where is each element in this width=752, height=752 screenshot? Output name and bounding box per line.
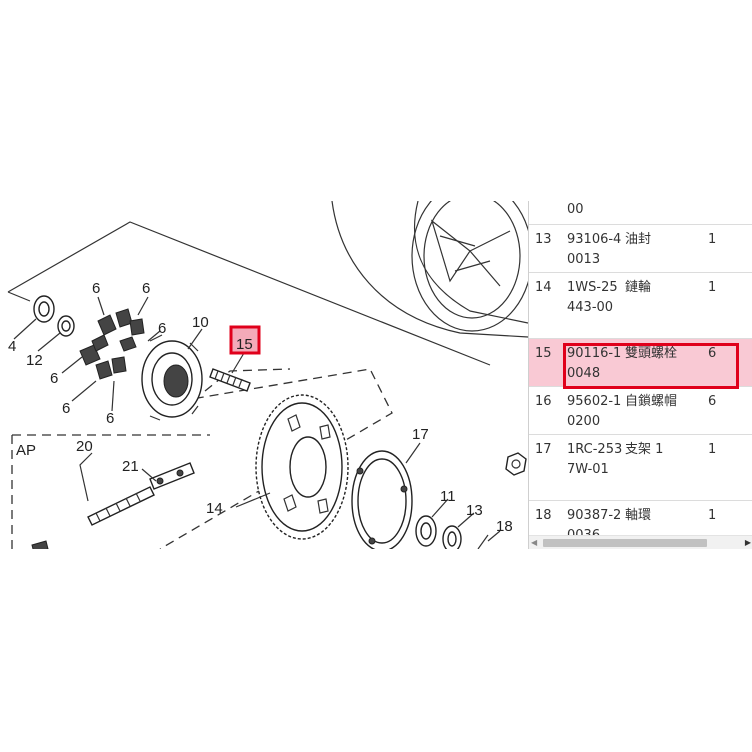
leader-20 (79, 452, 93, 502)
part-name-cell: 支架 1 (625, 442, 664, 457)
leader-4 (13, 318, 37, 340)
part-18-collar (477, 534, 489, 549)
table-row[interactable]: 00 (529, 201, 752, 225)
tire-outline (331, 201, 528, 338)
part-number-cell: 1RC-2537W-01 (567, 442, 623, 477)
part-number-cell: 90116-10048 (567, 346, 622, 381)
callout-15: 15 (236, 336, 253, 353)
leader-10 (187, 328, 203, 350)
callout-17: 17 (412, 426, 429, 443)
quantity-cell: 6 (708, 346, 717, 361)
leader-6e (71, 380, 97, 402)
assembly-frame-left (7, 291, 31, 302)
part-no-cell: 13 (535, 232, 552, 247)
part-no-cell: 16 (535, 394, 552, 409)
callout-12: 12 (26, 352, 43, 369)
leader-18 (487, 530, 501, 542)
part-number-cell: 95602-10200 (567, 394, 622, 429)
axle-nut (505, 452, 527, 476)
callout-6: 6 (50, 370, 58, 387)
callout-10: 10 (192, 314, 209, 331)
leader-6f (111, 380, 115, 412)
wheel-rim (411, 201, 528, 332)
part-no-cell: 18 (535, 508, 552, 523)
callout-15-highlight (229, 325, 261, 355)
quantity-cell: 1 (708, 232, 717, 247)
part-13-oil-seal (442, 525, 462, 549)
section-label-ap: AP (16, 442, 36, 459)
leader-12 (37, 332, 61, 352)
leader-13 (457, 512, 475, 528)
scroll-right-arrow-icon[interactable]: ▶ (744, 538, 751, 547)
scroll-left-arrow-icon[interactable]: ◀ (531, 538, 538, 547)
part-21-chain-joint (149, 462, 195, 490)
part-name-cell: 油封 (625, 232, 652, 247)
part-name-cell: 軸環 (625, 508, 652, 523)
leader-11 (431, 498, 449, 518)
leader-6b (137, 296, 149, 316)
part-10-clutch-hub (141, 334, 203, 421)
leader-15 (231, 352, 245, 374)
callout-6: 6 (62, 400, 70, 417)
chain-end-piece (31, 540, 49, 549)
callout-6: 6 (92, 280, 100, 297)
part-no-cell: 15 (535, 346, 552, 361)
leader-6a (97, 296, 105, 316)
leader-6d (61, 356, 83, 374)
part-no-cell: 17 (535, 442, 552, 457)
table-row[interactable]: 14 1WS-25443-00 鏈輪 1 (529, 273, 752, 339)
part-name-cell: 鏈輪 (625, 280, 652, 295)
part-name-cell: 自鎖螺帽 (625, 394, 678, 409)
callout-6: 6 (158, 320, 166, 337)
callout-6: 6 (142, 280, 150, 297)
ap-box-inner (204, 368, 291, 392)
callout-21: 21 (122, 458, 139, 475)
part-name-cell: 雙頭螺栓 (625, 346, 678, 361)
part-20-chain (87, 486, 155, 526)
part-number-cell: 1WS-25443-00 (567, 280, 618, 315)
leader-14 (235, 492, 271, 508)
callout-18: 18 (496, 518, 513, 535)
leader-6c (147, 330, 161, 342)
part-17-bracket (351, 450, 413, 549)
horizontal-scrollbar[interactable]: ◀ ▶ (529, 535, 752, 549)
part-6-damper-rubbers (79, 308, 145, 380)
quantity-cell: 1 (708, 280, 717, 295)
callout-20: 20 (76, 438, 93, 455)
part-14-sprocket (255, 394, 349, 540)
part-11-bearing (415, 515, 437, 547)
part-15-stud-bolt (209, 368, 251, 392)
part-4-bearing (33, 295, 55, 323)
quantity-cell: 1 (708, 442, 717, 457)
callout-13: 13 (466, 502, 483, 519)
callout-4: 4 (8, 338, 16, 355)
callout-6: 6 (106, 410, 114, 427)
quantity-cell: 6 (708, 394, 717, 409)
tire-inner-outline (413, 201, 528, 324)
leader-21 (141, 468, 157, 482)
callout-11: 11 (440, 488, 456, 505)
callout-14: 14 (206, 500, 223, 517)
quantity-cell: 1 (708, 508, 717, 523)
leader-17 (405, 442, 421, 464)
part-no-cell: 14 (535, 280, 552, 295)
part-number-cell: 00 (567, 202, 584, 217)
assembly-frame-top (7, 221, 491, 366)
part-12-collar (57, 315, 75, 337)
part-number-cell: 93106-40013 (567, 232, 622, 267)
scroll-thumb[interactable] (543, 539, 707, 547)
